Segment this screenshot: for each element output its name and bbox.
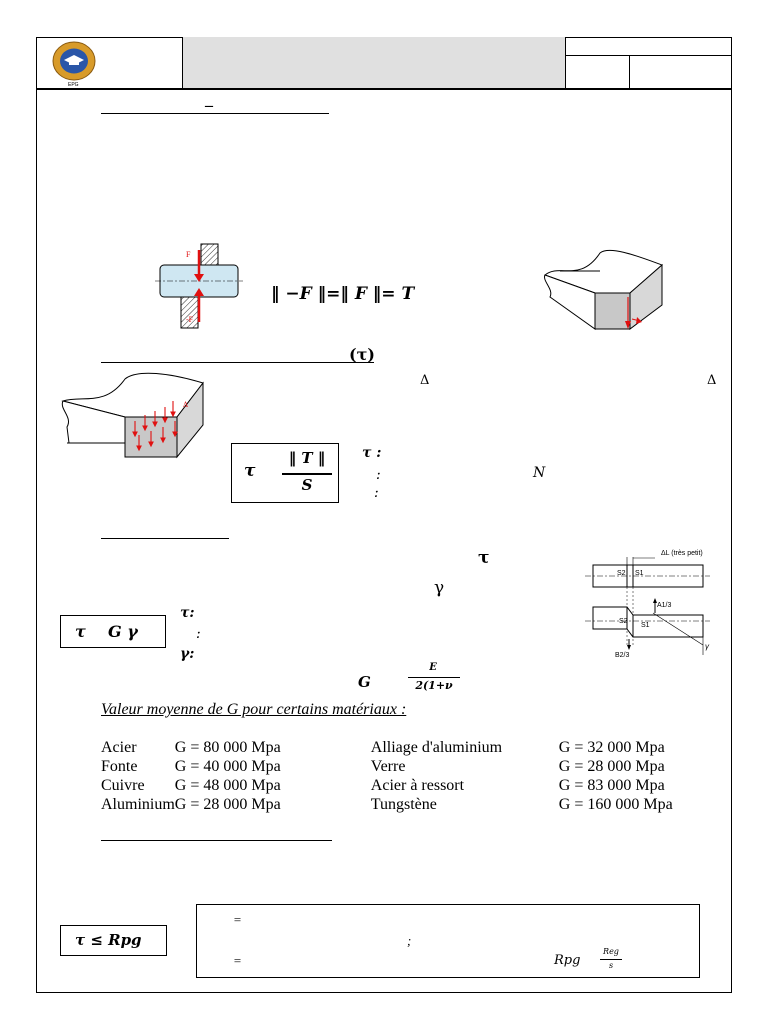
material-value: G = 48 000 Mpa	[174, 777, 281, 794]
section1-title-line	[101, 113, 329, 114]
s2-label-top: S2	[617, 570, 626, 577]
stress-formula-denominator: S	[301, 476, 313, 494]
g-formula-numerator: E	[429, 662, 437, 673]
s1-label-bottom: S1	[641, 622, 650, 629]
section2-title-line	[101, 362, 374, 363]
material-name: Aluminium	[101, 796, 175, 813]
header-title-cell	[183, 37, 566, 89]
material-name: Verre	[370, 758, 406, 775]
material-name: Acier à ressort	[370, 777, 465, 794]
fig-delta-label: Δ	[183, 401, 188, 409]
section4-title-line	[101, 840, 332, 841]
delta-symbol-1: Δ	[420, 373, 430, 388]
force-label-bottom: -F	[186, 315, 194, 324]
material-value: G = 28 000 Mpa	[558, 758, 665, 775]
s2-label-bottom: S2	[619, 618, 628, 625]
gamma-angle-label: γ	[705, 642, 710, 651]
stress-formula-numerator: ‖ T ‖	[288, 449, 326, 467]
delta-symbol-2: Δ	[707, 373, 717, 388]
header-divider-v	[629, 55, 630, 89]
table-row: Cuivre G = 48 000 Mpa Acier à ressort G …	[101, 776, 673, 795]
section3-title-line	[101, 538, 229, 539]
condition-legend-box: = ; = Rpg Reg s	[196, 904, 700, 978]
hooke-legend-2: :	[196, 626, 201, 642]
material-name: Cuivre	[101, 777, 145, 794]
table-row: Aluminium G = 28 000 Mpa Tungstène G = 1…	[101, 795, 673, 814]
stress-formula-lhs: τ	[244, 461, 256, 481]
material-value: G = 160 000 Mpa	[558, 796, 673, 813]
material-name: Tungstène	[370, 796, 437, 813]
material-value: G = 80 000 Mpa	[174, 739, 281, 756]
school-logo-icon	[52, 41, 96, 81]
hooke-shear-formula: τ G γ	[75, 622, 138, 641]
stress-legend-1: τ :	[362, 445, 382, 461]
g-fraction-bar	[408, 677, 460, 678]
shear-deformation-figure: ΔL (très petit) S2 S1 A1/3 S2 S1 B2/3 γ	[585, 550, 710, 659]
hooke-legend-3: γ:	[180, 646, 195, 662]
material-value: G = 40 000 Mpa	[174, 758, 281, 775]
rpg-label: Rpg	[554, 953, 581, 968]
b23-label: B2/3	[615, 652, 630, 659]
material-name: Acier	[101, 739, 137, 756]
shear-stress-formula-box: τ ‖ T ‖ S	[231, 443, 339, 503]
force-equation: ‖ −F ‖=‖ F ‖= T	[271, 284, 415, 304]
logo-caption: EPG	[68, 82, 79, 88]
shear-pin-figure: F -F	[155, 243, 243, 329]
unit-n: N	[533, 465, 546, 481]
stress-legend-3: :	[374, 485, 379, 501]
condition-box: τ ≤ Rpg	[60, 925, 167, 956]
materials-title: Valeur moyenne de G pour certains matéri…	[101, 701, 407, 718]
stress-legend-2: :	[376, 467, 381, 483]
s1-label-top: S1	[635, 570, 644, 577]
header-logo-cell: EPG	[36, 37, 183, 89]
page-frame	[36, 37, 732, 993]
header-divider	[566, 55, 732, 56]
rpg-fraction-num: Reg	[603, 947, 619, 956]
condition-formula: τ ≤ Rpg	[75, 931, 142, 949]
table-row: Acier G = 80 000 Mpa Alliage d'aluminium…	[101, 738, 673, 757]
gamma-symbol: γ	[434, 578, 445, 598]
tau-symbol: τ	[478, 548, 490, 568]
material-name: Alliage d'aluminium	[370, 739, 503, 756]
material-value: G = 83 000 Mpa	[558, 777, 665, 794]
shear-block-figure	[543, 249, 663, 330]
material-value: G = 28 000 Mpa	[174, 796, 281, 813]
materials-table: Acier G = 80 000 Mpa Alliage d'aluminium…	[101, 738, 673, 814]
condition-eq-2: =	[233, 953, 242, 968]
section2-title-symbol: (τ)	[349, 345, 375, 364]
force-label-top: F	[186, 250, 191, 259]
delta-l-label: ΔL (très petit)	[661, 550, 703, 557]
a13-label: A1/3	[657, 602, 672, 609]
g-formula-denominator: 2(1+ν	[415, 679, 453, 692]
stress-fraction-bar	[282, 473, 332, 475]
condition-semicolon: ;	[407, 933, 412, 948]
material-value: G = 32 000 Mpa	[558, 739, 665, 756]
stress-block-figure: Δ	[61, 372, 204, 459]
material-name: Fonte	[101, 758, 138, 775]
hooke-legend-1: τ:	[180, 605, 195, 621]
condition-eq-1: =	[233, 912, 242, 927]
table-row: Fonte G = 40 000 Mpa Verre G = 28 000 Mp…	[101, 757, 673, 776]
hooke-shear-formula-box: τ G γ	[60, 615, 166, 648]
rpg-fraction-bar	[600, 959, 622, 960]
section1-title-dash: –	[205, 97, 213, 114]
header-bottom-line	[36, 88, 732, 90]
g-formula-lhs: G	[358, 673, 371, 691]
rpg-fraction-den: s	[608, 961, 614, 970]
